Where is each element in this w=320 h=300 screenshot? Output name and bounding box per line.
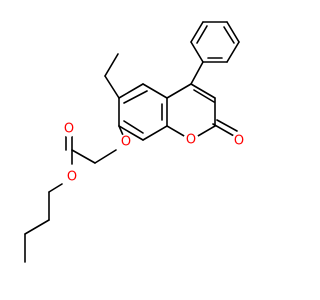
bond: [216, 119, 238, 132]
bond: [196, 25, 208, 44]
carbonyl-o-label: O: [64, 122, 74, 137]
atom-ether-o: O: [118, 134, 134, 150]
bond: [118, 83, 144, 99]
bond: [190, 41, 204, 63]
bond: [190, 21, 204, 43]
bond: [223, 26, 235, 44]
bond: [193, 89, 215, 103]
phenyl-ring: [190, 21, 240, 63]
bond: [166, 83, 192, 99]
atom-carbonyl-o: O: [61, 121, 77, 137]
benzo-ring: [118, 83, 168, 141]
bond: [24, 219, 50, 235]
atom-ring-o: O: [183, 132, 199, 148]
bond: [118, 125, 144, 141]
bond: [94, 149, 117, 164]
bond: [190, 61, 204, 85]
bond: [190, 83, 216, 99]
lactone-o-label: O: [234, 134, 244, 149]
bond: [104, 75, 120, 99]
bond: [226, 21, 240, 43]
atom-lactone-o: O: [231, 133, 247, 149]
bond: [123, 120, 144, 134]
bond: [48, 183, 63, 193]
bond: [123, 90, 148, 104]
bond: [212, 123, 235, 137]
ether-o-label: O: [121, 135, 131, 150]
bond: [142, 125, 168, 141]
bond: [142, 83, 168, 99]
ester-o-label: O: [67, 170, 77, 185]
bond: [71, 149, 96, 164]
ring-o-label: O: [186, 133, 196, 148]
bond: [226, 41, 240, 63]
molecule-structure: O O O O O: [24, 21, 247, 263]
bond: [104, 53, 119, 77]
atom-ester-o: O: [64, 169, 80, 185]
pyranone-ring: [166, 83, 216, 141]
